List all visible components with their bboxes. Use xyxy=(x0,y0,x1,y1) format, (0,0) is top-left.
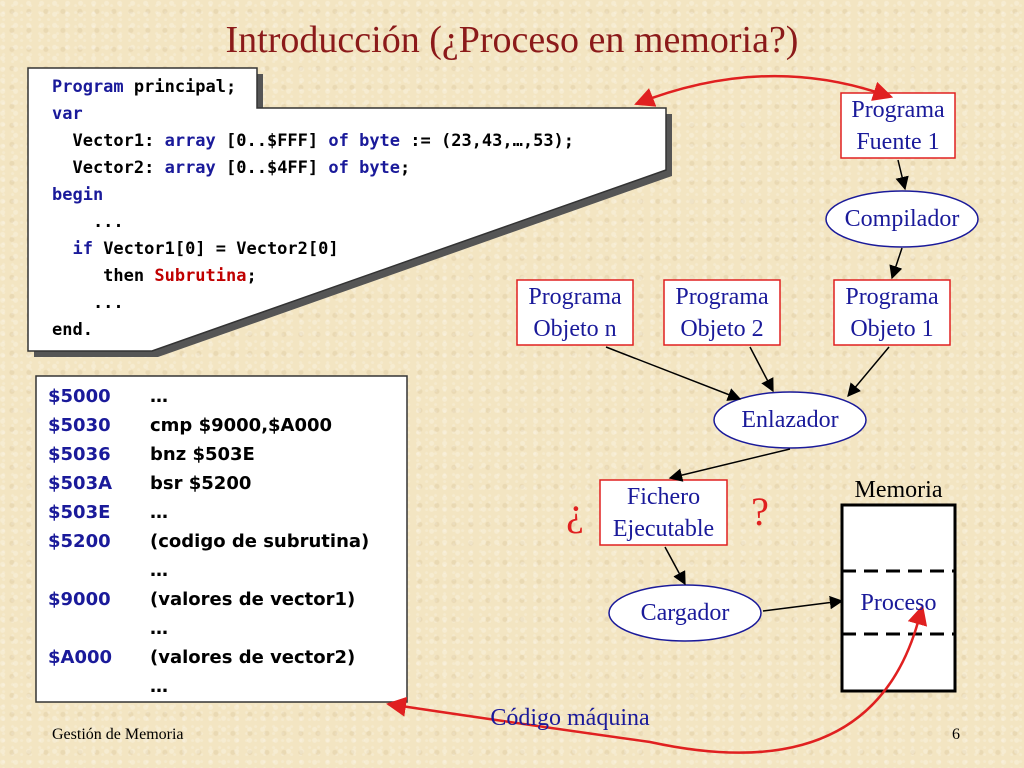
code-line-vector1: Vector1: array [0..$FFF] of byte := (23,… xyxy=(52,131,575,151)
asm-address: $5030 xyxy=(48,415,111,436)
asm-address: $5200 xyxy=(48,531,111,552)
arrow-objeto2-enlazador xyxy=(749,346,774,393)
question-open: ¿ xyxy=(566,489,584,534)
asm-instruction: … xyxy=(150,618,168,639)
code-line-vector2: Vector2: array [0..$4FF] of byte; xyxy=(52,158,411,178)
asm-instruction: … xyxy=(150,386,168,407)
code-line-end: end. xyxy=(52,320,93,340)
asm-instruction: bnz $503E xyxy=(150,444,255,465)
code-line-program: Program principal; xyxy=(52,77,237,97)
asm-instruction: (valores de vector1) xyxy=(150,589,356,610)
asm-instruction: bsr $5200 xyxy=(150,473,252,494)
code-line-then: then Subrutina; xyxy=(52,266,257,286)
arrow-fichero-cargador xyxy=(664,546,686,586)
question-close: ? xyxy=(751,489,769,534)
objeto-2-box xyxy=(663,279,781,346)
memoria-label: Memoria xyxy=(854,477,943,503)
page-number: 6 xyxy=(952,726,960,743)
asm-instruction: (valores de vector2) xyxy=(150,647,356,668)
asm-instruction: … xyxy=(150,560,168,581)
arrow-cargador-proceso xyxy=(762,595,844,612)
machine-code-box xyxy=(35,375,408,703)
page-title: Introducción (¿Proceso en memoria?) xyxy=(225,19,799,61)
arrow-enlazador-fichero xyxy=(668,448,791,482)
arrow-objeto1-enlazador xyxy=(847,346,890,398)
proceso-label: Proceso xyxy=(860,590,937,616)
asm-address: $9000 xyxy=(48,589,111,610)
asm-address: $503E xyxy=(48,502,111,523)
arrow-fuente-compilador xyxy=(895,159,909,191)
code-line-dots1: ... xyxy=(52,212,124,232)
asm-address: $5036 xyxy=(48,444,111,465)
fichero-box xyxy=(599,479,728,546)
codigo-maquina-label: Código máquina xyxy=(490,705,650,731)
objeto-n-box xyxy=(516,279,634,346)
asm-instruction: (codigo de subrutina) xyxy=(150,531,370,552)
compilador-label: Compilador xyxy=(844,206,960,232)
code-line-begin: begin xyxy=(52,185,104,205)
enlazador-ellipse xyxy=(713,391,867,449)
code-line-if: if Vector1[0] = Vector2[0] xyxy=(52,239,339,259)
asm-address: $A000 xyxy=(48,647,113,668)
objeto-1-box xyxy=(833,279,951,346)
arrow-objeton-enlazador xyxy=(605,346,742,401)
asm-instruction: … xyxy=(150,502,168,523)
red-arrow-proceso-to-codigo xyxy=(386,604,928,754)
footer-title: Gestión de Memoria xyxy=(52,726,184,743)
code-line-var: var xyxy=(52,104,83,124)
asm-address: $5000 xyxy=(48,386,111,407)
compilador-ellipse xyxy=(825,190,979,248)
code-line-dots2: ... xyxy=(52,293,124,313)
red-arrow-fuente-to-code xyxy=(634,74,894,107)
asm-instruction: cmp $9000,$A000 xyxy=(150,415,333,436)
cargador-label: Cargador xyxy=(640,600,730,626)
asm-address: $503A xyxy=(48,473,113,494)
asm-instruction: … xyxy=(150,676,168,697)
arrow-compilador-objeto1 xyxy=(889,247,903,280)
enlazador-label: Enlazador xyxy=(741,407,839,433)
source-code-box xyxy=(27,67,672,357)
